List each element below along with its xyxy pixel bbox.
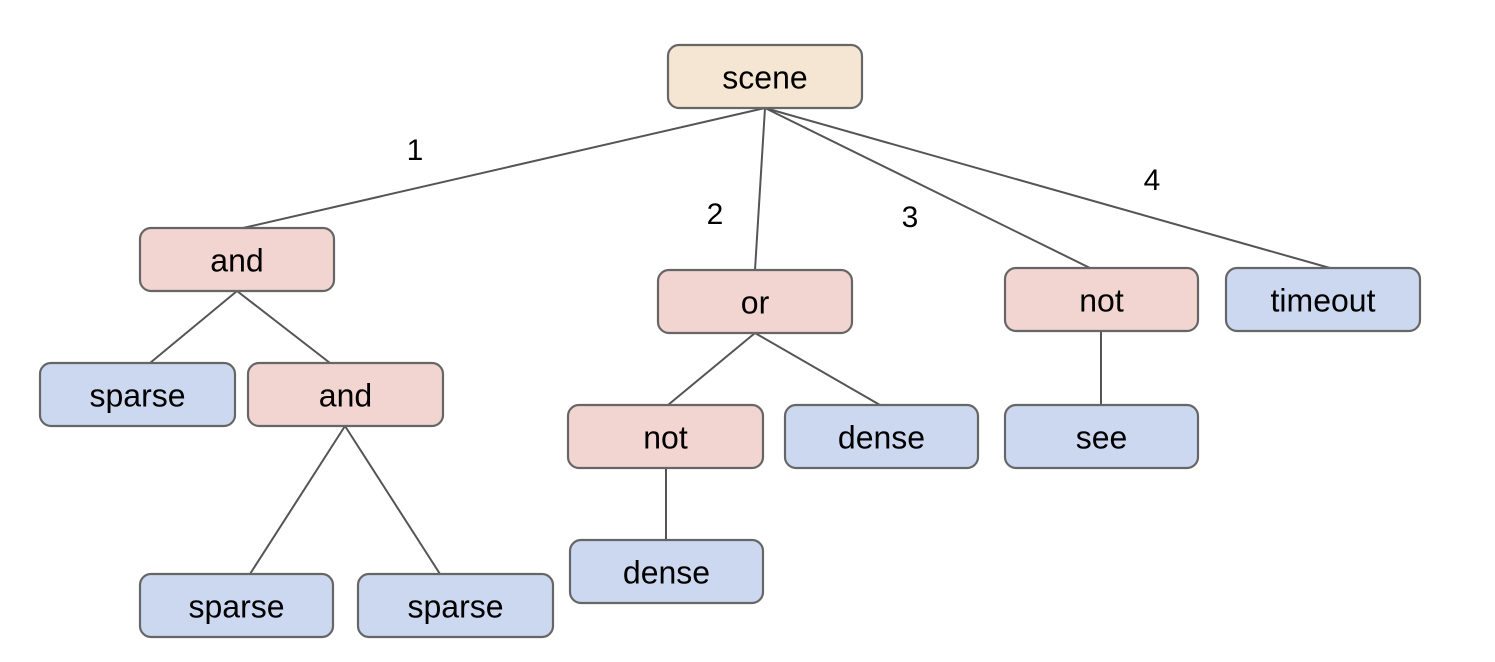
node-label-dense_b: dense [623,555,710,591]
node-box-dense_b[interactable] [568,538,765,605]
tree-node-dense_b[interactable]: dense [568,538,765,605]
tree-node-and1[interactable]: and [138,226,336,293]
node-label-dense_r: dense [838,420,925,456]
node-label-not_m: not [643,420,688,456]
edges-layer [149,107,1331,575]
tree-edge-scene-to-and1 [242,107,766,229]
node-label-sparse2: sparse [188,589,284,625]
edge-labels-layer: 1 2 3 4 [407,134,1161,234]
tree-node-sparse1[interactable]: sparse [38,361,237,428]
node-box-scene[interactable] [666,43,864,110]
node-box-sparse1[interactable] [38,361,237,428]
tree-node-timeout[interactable]: timeout [1224,266,1422,333]
tree-node-or1[interactable]: or [656,268,854,335]
node-label-sparse1: sparse [89,378,185,414]
tree-node-dense_r[interactable]: dense [783,403,980,470]
nodes-layer: scene and or not timeout sparse and not dense see… [38,43,1422,639]
tree-node-scene[interactable]: scene [666,43,864,110]
node-box-see[interactable] [1003,403,1200,470]
node-box-timeout[interactable] [1224,266,1422,333]
edge-label-2: 2 [707,198,724,231]
tree-edge-scene-to-or1 [754,107,766,271]
node-box-sparse3[interactable] [356,572,555,639]
node-box-not_r[interactable] [1003,266,1200,333]
tree-edge-and1-to-sparse1 [149,290,238,364]
node-label-and2: and [319,378,372,414]
tree-node-sparse2[interactable]: sparse [138,572,335,639]
tree-edge-and1-to-and2 [236,290,331,364]
node-label-timeout: timeout [1271,283,1376,319]
node-box-not_m[interactable] [566,403,765,470]
node-box-and2[interactable] [246,361,445,428]
node-label-not_r: not [1079,283,1124,319]
edge-label-4: 4 [1144,164,1161,197]
tree-node-and2[interactable]: and [246,361,445,428]
tree-edge-scene-to-timeout [764,107,1331,269]
edge-label-1: 1 [407,134,424,167]
tree-edge-or1-to-dense_r [754,332,881,406]
node-label-see: see [1076,420,1128,456]
tree-node-see[interactable]: see [1003,403,1200,470]
edge-label-3: 3 [902,201,919,234]
node-box-dense_r[interactable] [783,403,980,470]
node-box-and1[interactable] [138,226,336,293]
node-label-scene: scene [722,60,807,96]
tree-edge-and2-to-sparse3 [344,425,441,575]
node-label-sparse3: sparse [407,589,503,625]
tree-node-sparse3[interactable]: sparse [356,572,555,639]
tree-node-not_r[interactable]: not [1003,266,1200,333]
tree-edge-and2-to-sparse2 [249,425,346,575]
tree-edge-scene-to-not_r [764,107,1091,269]
node-label-and1: and [210,243,263,279]
node-box-sparse2[interactable] [138,572,335,639]
tree-node-not_m[interactable]: not [566,403,765,470]
node-label-or1: or [741,285,770,321]
node-box-or1[interactable] [656,268,854,335]
tree-edge-or1-to-not_m [667,332,756,406]
